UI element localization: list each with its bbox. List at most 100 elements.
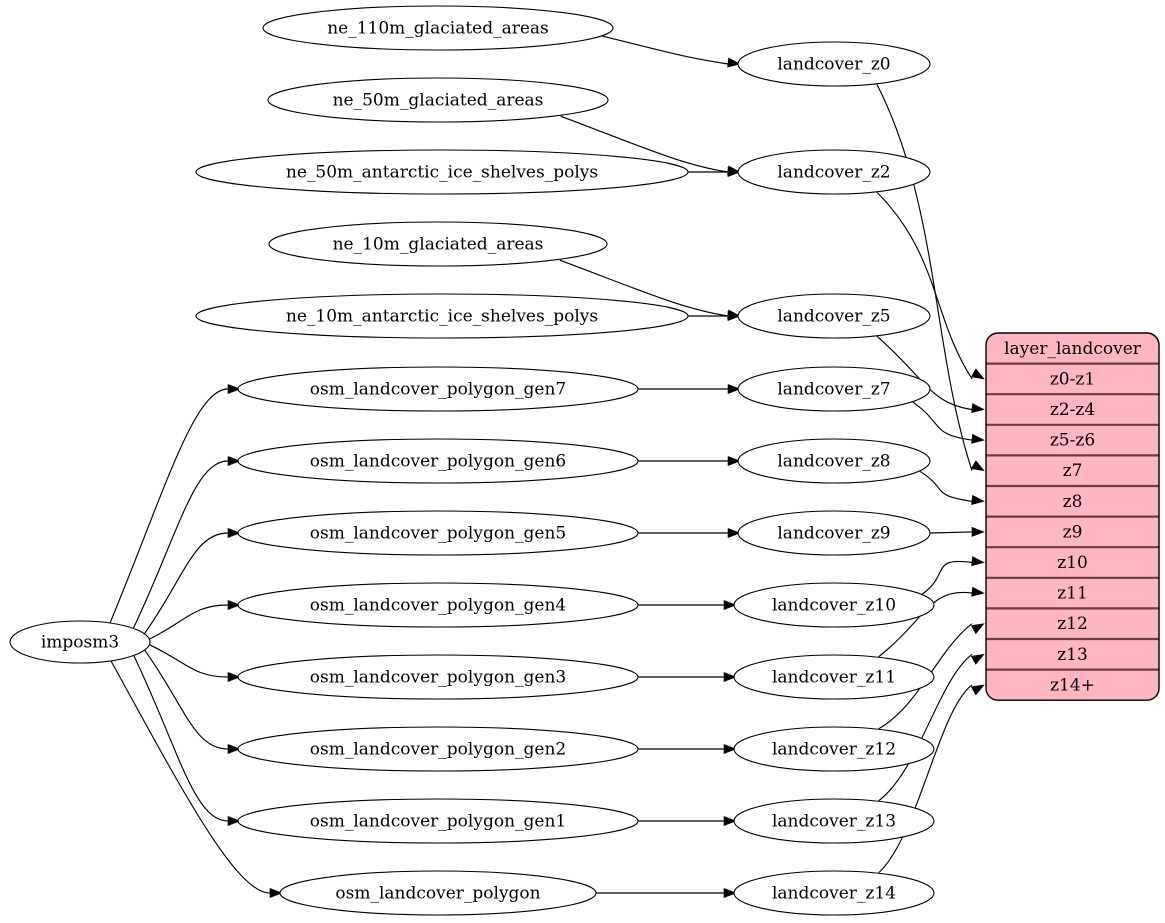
edge-imposm3-to-osm_landcover_polygon_gen1: [133, 655, 241, 827]
node-label-osm_landcover_polygon: osm_landcover_polygon: [335, 884, 540, 904]
table-row-label-z11: z11: [1057, 584, 1088, 604]
edge-ne_50m_antarctic_ice_shelves_polys-to-landcover_z2: [688, 166, 741, 178]
node-landcover_z8[interactable]: landcover_z8: [737, 438, 931, 484]
edge-osm_landcover_polygon_gen1-to-landcover_z13: [638, 815, 737, 827]
edge-imposm3-to-osm_landcover_polygon_gen6: [132, 455, 241, 629]
table-header-label: layer_landcover: [1004, 339, 1142, 359]
node-osm_landcover_polygon[interactable]: osm_landcover_polygon: [279, 870, 597, 916]
edge-landcover_z8-to-row-z8: [919, 470, 985, 505]
edge-osm_landcover_polygon_gen4-to-landcover_z10: [638, 599, 737, 611]
edge-ne_10m_antarctic_ice_shelves_polys-to-landcover_z5: [688, 310, 741, 322]
edge-imposm3-to-osm_landcover_polygon_gen4: [149, 599, 241, 640]
node-landcover_z11[interactable]: landcover_z11: [733, 654, 935, 700]
table-row-z8[interactable]: [986, 486, 1159, 517]
table-row-label-z5-z6: z5-z6: [1050, 431, 1095, 451]
node-label-ne_50m_glaciated_areas: ne_50m_glaciated_areas: [333, 91, 544, 111]
table-row-z5-z6[interactable]: [986, 424, 1159, 456]
node-ne_50m_antarctic_ice_shelves_polys[interactable]: ne_50m_antarctic_ice_shelves_polys: [195, 149, 689, 195]
table-row-z10[interactable]: [986, 547, 1159, 578]
node-label-landcover_z12: landcover_z12: [772, 740, 896, 760]
node-osm_landcover_polygon_gen4[interactable]: osm_landcover_polygon_gen4: [237, 582, 639, 628]
node-landcover_z14[interactable]: landcover_z14: [733, 870, 935, 916]
table-row-z13[interactable]: [986, 639, 1159, 670]
node-landcover_z7[interactable]: landcover_z7: [737, 366, 931, 412]
edge-imposm3-to-osm_landcover_polygon_gen7: [109, 383, 241, 623]
table-row-label-z2-z4: z2-z4: [1050, 400, 1095, 420]
table-row-label-z0-z1: z0-z1: [1050, 369, 1095, 389]
node-label-landcover_z11: landcover_z11: [772, 668, 896, 688]
node-label-landcover_z5: landcover_z5: [777, 307, 890, 327]
edge-landcover_z13-to-row-z13: [878, 653, 985, 802]
edge-osm_landcover_polygon_gen6-to-landcover_z8: [638, 455, 741, 467]
edge-imposm3-to-osm_landcover_polygon_gen2: [144, 649, 241, 755]
edge-osm_landcover_polygon_gen7-to-landcover_z7: [638, 383, 741, 395]
node-label-ne_10m_antarctic_ice_shelves_polys: ne_10m_antarctic_ice_shelves_polys: [286, 307, 598, 327]
edge-osm_landcover_polygon_gen3-to-landcover_z11: [638, 671, 737, 683]
node-osm_landcover_polygon_gen6[interactable]: osm_landcover_polygon_gen6: [237, 438, 639, 484]
node-landcover_z5[interactable]: landcover_z5: [737, 293, 931, 339]
table-layer_landcover[interactable]: layer_landcoverz0-z1z2-z4z5-z6z7z8z9z10z…: [985, 332, 1160, 701]
node-imposm3[interactable]: imposm3: [9, 620, 151, 664]
node-landcover_z9[interactable]: landcover_z9: [737, 510, 931, 556]
edge-ne_110m_glaciated_areas-to-landcover_z0: [602, 35, 741, 68]
node-osm_landcover_polygon_gen7[interactable]: osm_landcover_polygon_gen7: [237, 366, 639, 412]
table-row-label-z13: z13: [1057, 645, 1088, 665]
table-outline: [985, 332, 1160, 701]
edge-landcover_z10-to-row-z10: [921, 556, 985, 595]
edge-landcover_z0-to-row-z7: [876, 83, 985, 472]
node-landcover_z0[interactable]: landcover_z0: [737, 41, 931, 87]
node-label-osm_landcover_polygon_gen1: osm_landcover_polygon_gen1: [310, 812, 566, 832]
edge-imposm3-to-osm_landcover_polygon_gen5: [144, 527, 241, 634]
edge-imposm3-to-osm_landcover_polygon: [110, 660, 283, 899]
node-ne_10m_glaciated_areas[interactable]: ne_10m_glaciated_areas: [268, 221, 608, 267]
table-row-z7[interactable]: [986, 455, 1159, 486]
edge-osm_landcover_polygon_gen2-to-landcover_z12: [638, 743, 737, 755]
node-label-ne_10m_glaciated_areas: ne_10m_glaciated_areas: [333, 235, 544, 255]
table-row-label-z12: z12: [1057, 614, 1088, 634]
table-row-z14+[interactable]: [986, 669, 1159, 701]
table-row-z0-z1[interactable]: [986, 363, 1159, 395]
table-row-label-z8: z8: [1063, 492, 1083, 512]
table-row-label-z7: z7: [1063, 461, 1083, 481]
table-row-z11[interactable]: [986, 577, 1159, 609]
node-ne_110m_glaciated_areas[interactable]: ne_110m_glaciated_areas: [262, 5, 614, 51]
node-label-osm_landcover_polygon_gen6: osm_landcover_polygon_gen6: [310, 452, 566, 472]
node-label-osm_landcover_polygon_gen3: osm_landcover_polygon_gen3: [310, 668, 566, 688]
node-label-landcover_z0: landcover_z0: [777, 55, 890, 75]
node-landcover_z13[interactable]: landcover_z13: [733, 798, 935, 844]
node-label-osm_landcover_polygon_gen5: osm_landcover_polygon_gen5: [310, 524, 566, 544]
node-osm_landcover_polygon_gen3[interactable]: osm_landcover_polygon_gen3: [237, 654, 639, 700]
nodes-layer: imposm3 ne_110m_glaciated_areas ne_50m_gla…: [9, 5, 935, 916]
node-ne_50m_glaciated_areas[interactable]: ne_50m_glaciated_areas: [267, 77, 609, 123]
node-ne_10m_antarctic_ice_shelves_polys[interactable]: ne_10m_antarctic_ice_shelves_polys: [195, 293, 689, 339]
node-osm_landcover_polygon_gen1[interactable]: osm_landcover_polygon_gen1: [237, 798, 639, 844]
node-osm_landcover_polygon_gen5[interactable]: osm_landcover_polygon_gen5: [237, 510, 639, 556]
node-label-osm_landcover_polygon_gen2: osm_landcover_polygon_gen2: [310, 740, 566, 760]
table-row-z9[interactable]: [986, 516, 1159, 548]
edge-imposm3-to-osm_landcover_polygon_gen3: [149, 644, 241, 683]
table-row-label-z14+: z14+: [1050, 675, 1095, 695]
node-label-landcover_z8: landcover_z8: [777, 452, 890, 472]
edge-landcover_z9-to-row-z9: [929, 526, 985, 537]
node-landcover_z10[interactable]: landcover_z10: [733, 582, 935, 628]
table-row-z12[interactable]: [986, 608, 1159, 639]
node-label-landcover_z10: landcover_z10: [772, 596, 896, 616]
edge-landcover_z7-to-row-z5-z6: [912, 401, 985, 444]
edge-landcover_z2-to-row-z0-z1: [876, 191, 985, 380]
node-landcover_z12[interactable]: landcover_z12: [733, 726, 935, 772]
table-layer: layer_landcoverz0-z1z2-z4z5-z6z7z8z9z10z…: [985, 332, 1160, 701]
node-label-osm_landcover_polygon_gen4: osm_landcover_polygon_gen4: [310, 596, 566, 616]
node-label-landcover_z7: landcover_z7: [777, 380, 890, 400]
node-osm_landcover_polygon_gen2[interactable]: osm_landcover_polygon_gen2: [237, 726, 639, 772]
table-header-cell: [986, 333, 1159, 364]
node-label-landcover_z9: landcover_z9: [777, 524, 890, 544]
table-row-z2-z4[interactable]: [986, 394, 1159, 425]
node-landcover_z2[interactable]: landcover_z2: [737, 149, 931, 195]
node-label-landcover_z2: landcover_z2: [777, 163, 890, 183]
table-row-label-z9: z9: [1063, 522, 1083, 542]
node-label-imposm3: imposm3: [41, 633, 119, 653]
node-label-ne_50m_antarctic_ice_shelves_polys: ne_50m_antarctic_ice_shelves_polys: [286, 163, 598, 183]
edge-osm_landcover_polygon_gen5-to-landcover_z9: [638, 527, 741, 539]
